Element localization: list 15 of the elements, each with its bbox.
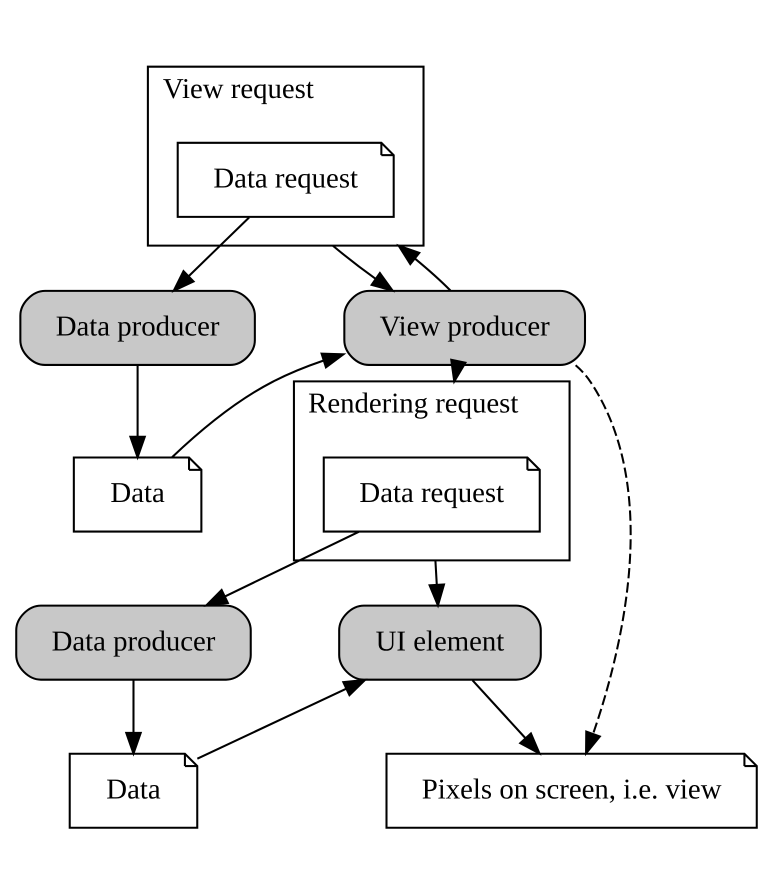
node-box: UI element bbox=[338, 604, 542, 681]
arrow bbox=[171, 352, 346, 458]
arrow bbox=[332, 244, 396, 292]
arrow bbox=[574, 364, 632, 756]
arrow bbox=[128, 365, 146, 460]
arrow bbox=[196, 678, 368, 760]
arrow bbox=[203, 530, 360, 607]
arrow bbox=[396, 244, 452, 292]
node-box: Data producer bbox=[19, 290, 256, 366]
arrow bbox=[450, 358, 467, 384]
arrow bbox=[428, 560, 446, 609]
node-box: Data producer bbox=[15, 604, 252, 681]
arrow bbox=[172, 216, 250, 293]
arrow bbox=[472, 680, 542, 756]
arrow bbox=[124, 680, 142, 757]
